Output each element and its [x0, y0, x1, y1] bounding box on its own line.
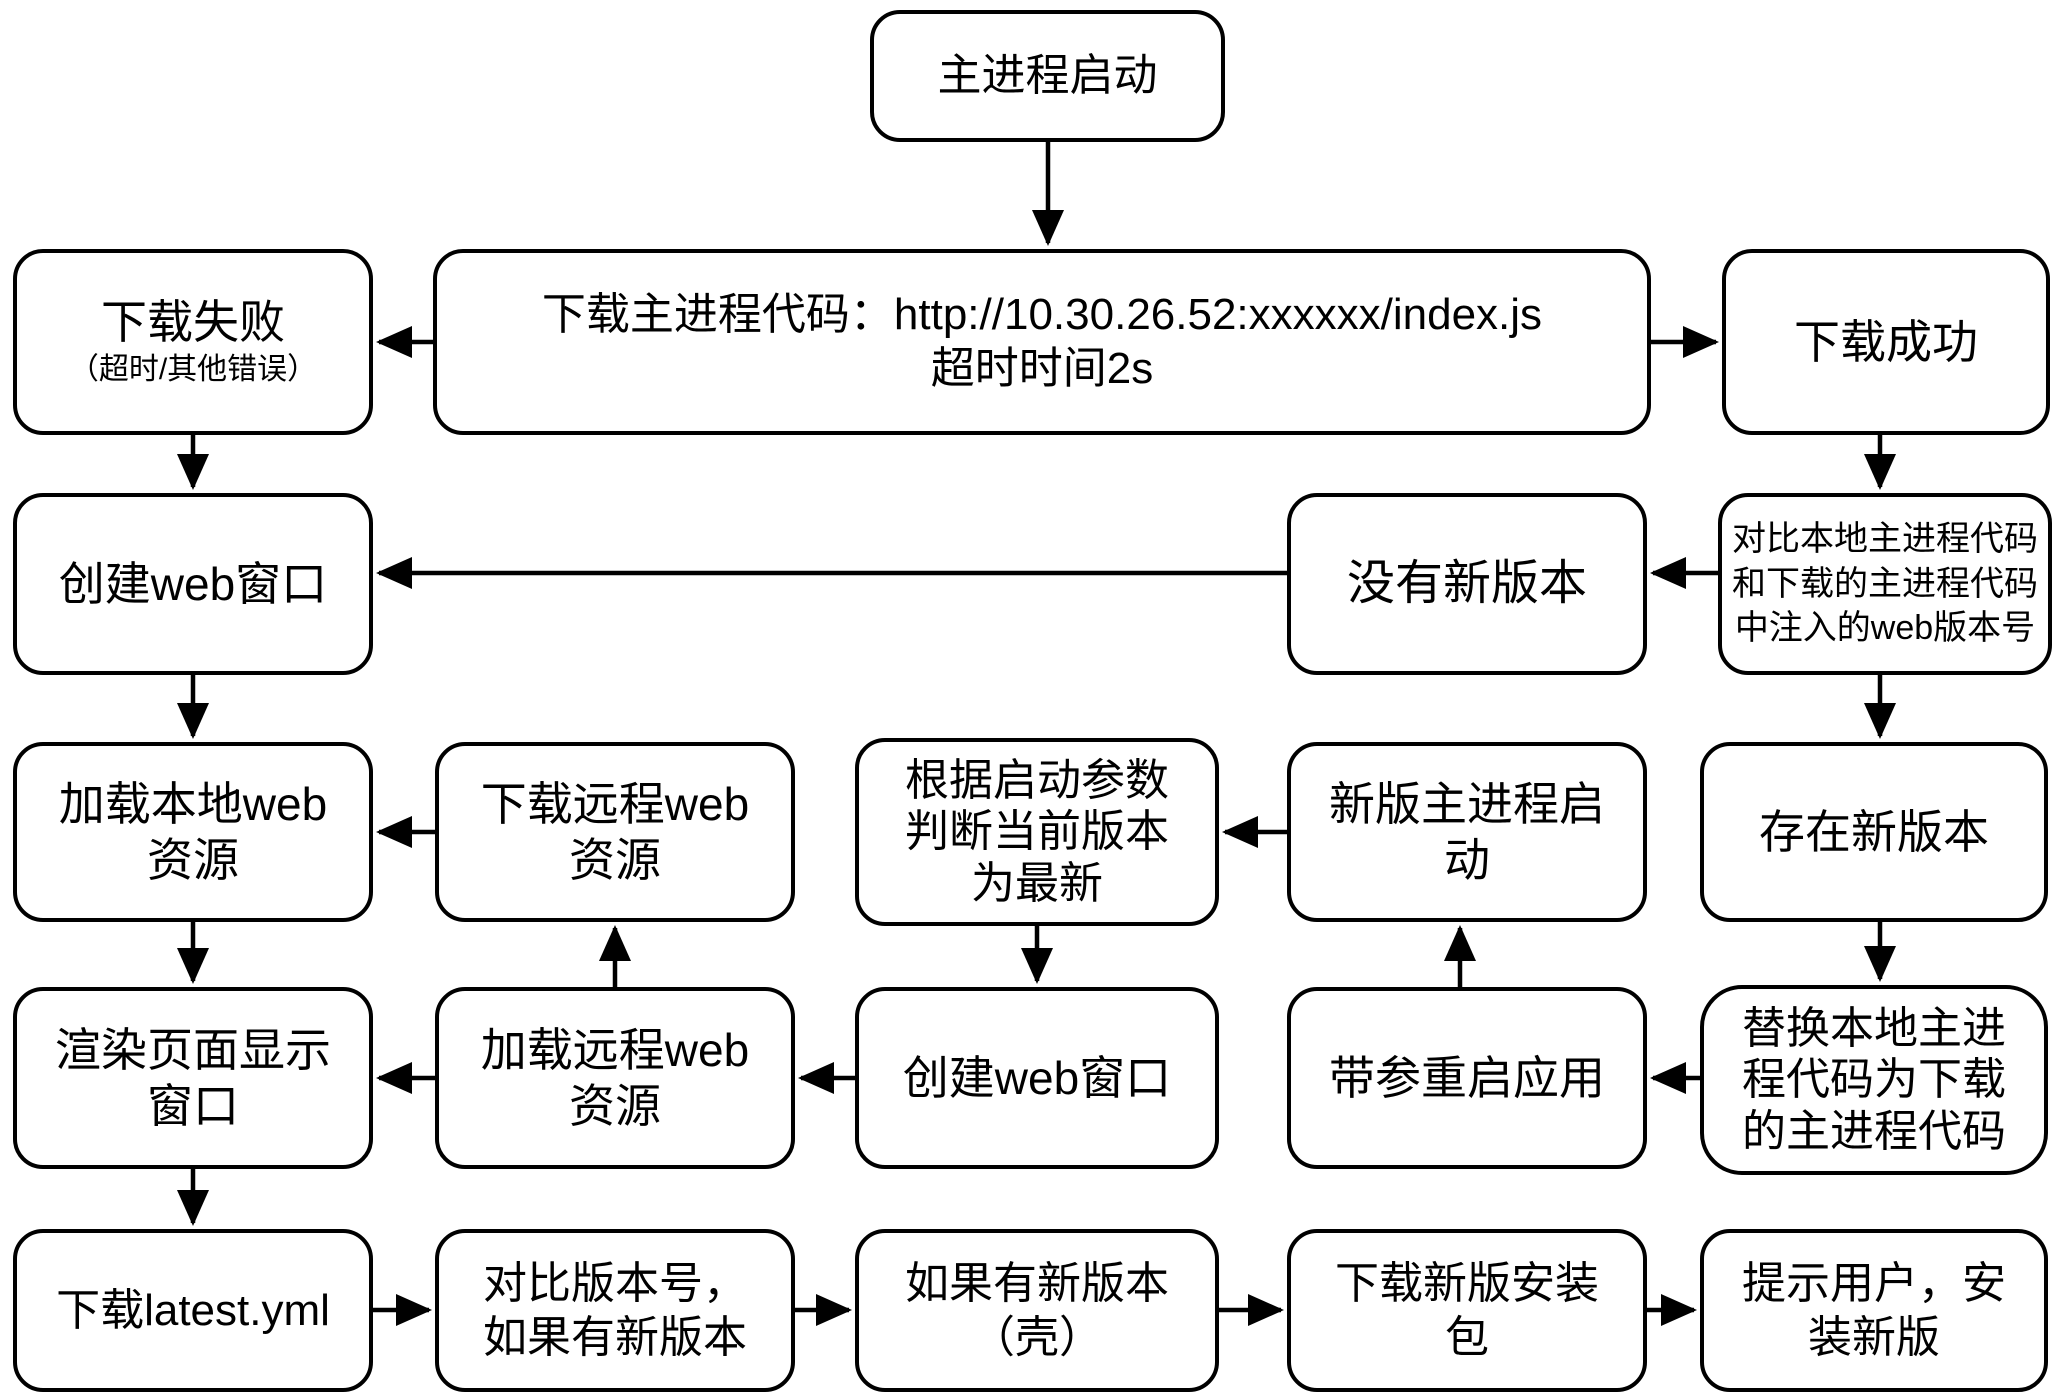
node-label-line: 装新版: [1808, 1312, 1940, 1362]
node-label-line: 下载失败: [101, 295, 285, 348]
node-label-line: 包: [1445, 1312, 1489, 1362]
node-label-line: 对比本地主进程代码: [1732, 519, 2038, 558]
node-compare-web-version: 对比本地主进程代码 和下载的主进程代码 中注入的web版本号: [1718, 493, 2052, 675]
node-label-line: 加载本地web: [58, 777, 328, 830]
node-label-line: 创建web窗口: [902, 1051, 1172, 1104]
node-label-line: 的主进程代码: [1742, 1106, 2006, 1156]
node-download-main-code: 下载主进程代码：http://10.30.26.52:xxxxxx/index.…: [433, 249, 1651, 435]
node-label-line: 下载成功: [1794, 315, 1978, 368]
node-label-line: 渲染页面显示: [55, 1023, 331, 1076]
node-label-line: 和下载的主进程代码: [1732, 564, 2038, 603]
node-compare-version-number: 对比版本号， 如果有新版本: [435, 1229, 795, 1392]
node-label-line: 提示用户，安: [1742, 1258, 2006, 1308]
node-label-line: 主进程启动: [937, 51, 1158, 101]
node-download-remote-web: 下载远程web 资源: [435, 742, 795, 922]
node-main-process-start: 主进程启动: [870, 10, 1225, 142]
node-label-line: 带参重启应用: [1329, 1051, 1605, 1104]
node-new-main-start: 新版主进程启 动: [1287, 742, 1647, 922]
node-download-latest-yml: 下载latest.yml: [13, 1229, 373, 1392]
node-label-line: 下载新版安装: [1335, 1258, 1599, 1308]
node-label-line: 资源: [147, 834, 239, 886]
node-label-line: 程代码为下载: [1742, 1055, 2006, 1105]
node-prompt-install: 提示用户，安 装新版: [1700, 1229, 2048, 1392]
node-create-web-window: 创建web窗口: [13, 493, 373, 675]
node-replace-local-code: 替换本地主进 程代码为下载 的主进程代码: [1700, 985, 2048, 1175]
node-load-remote-web: 加载远程web 资源: [435, 987, 795, 1169]
node-label-line: 窗口: [147, 1080, 239, 1132]
node-new-version-shell: 如果有新版本 （壳）: [855, 1229, 1219, 1392]
node-label-line: 为最新: [971, 858, 1103, 908]
node-label-line: 对比版本号，: [483, 1258, 747, 1308]
node-label-line: 中注入的web版本号: [1734, 609, 2036, 648]
node-label-line: 加载远程web: [480, 1023, 750, 1076]
node-download-failed: 下载失败 （超时/其他错误）: [13, 249, 373, 435]
node-label-line: （超时/其他错误）: [68, 352, 318, 386]
node-label-line: 下载主进程代码：http://10.30.26.52:xxxxxx/index.…: [541, 290, 1543, 340]
node-restart-with-args: 带参重启应用: [1287, 987, 1647, 1169]
node-judge-latest-by-args: 根据启动参数 判断当前版本 为最新: [855, 738, 1219, 926]
node-label-line: 超时时间2s: [930, 344, 1154, 393]
node-label-line: 如果有新版本: [483, 1312, 747, 1362]
node-label-line: 如果有新版本: [905, 1258, 1169, 1308]
node-label-line: 判断当前版本: [905, 807, 1169, 857]
node-label-line: 新版主进程启: [1329, 777, 1605, 830]
node-download-success: 下载成功: [1722, 249, 2050, 435]
node-label-line: 存在新版本: [1759, 805, 1989, 858]
node-label-line: 下载latest.yml: [56, 1285, 330, 1335]
node-label-line: 没有新版本: [1346, 556, 1587, 610]
node-label-line: 资源: [569, 1080, 661, 1132]
node-no-new-version: 没有新版本: [1287, 493, 1647, 675]
node-label-line: （壳）: [971, 1312, 1103, 1362]
node-label-line: 根据启动参数: [905, 756, 1169, 806]
node-label-line: 下载远程web: [480, 777, 750, 830]
node-render-page-window: 渲染页面显示 窗口: [13, 987, 373, 1169]
node-download-new-installer: 下载新版安装 包: [1287, 1229, 1647, 1392]
node-label-line: 替换本地主进: [1742, 1004, 2006, 1054]
node-label-line: 创建web窗口: [58, 557, 328, 610]
node-exist-new-version: 存在新版本: [1700, 742, 2048, 922]
node-create-web-window-2: 创建web窗口: [855, 987, 1219, 1169]
node-label-line: 动: [1444, 834, 1490, 886]
node-load-local-web: 加载本地web 资源: [13, 742, 373, 922]
node-label-line: 资源: [569, 834, 661, 886]
